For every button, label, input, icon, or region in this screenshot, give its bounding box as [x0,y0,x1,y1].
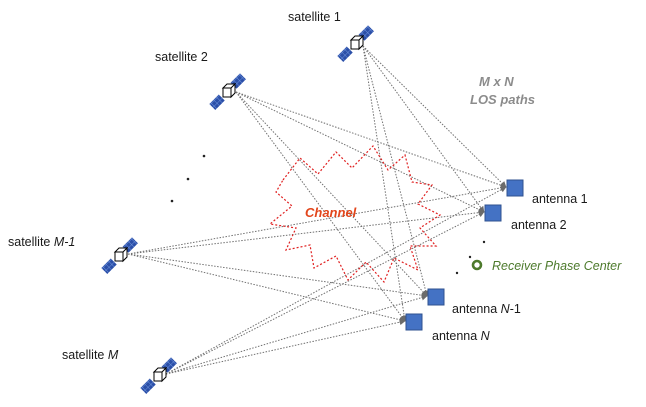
los-ray [362,45,429,297]
los-ray [235,91,406,322]
ellipsis-dot [455,271,459,275]
solar-panel [336,45,354,63]
ellipsis-dot [202,154,206,158]
solar-panel [100,257,118,275]
satellite-m [139,356,178,395]
ellipsis-dot [170,199,174,203]
los-ray [362,45,485,213]
ellipsis-dot [482,240,486,244]
satellite-m-1-label: satellite M-1 [8,235,75,249]
antenna-1 [506,179,524,197]
satellite-2 [208,72,247,111]
antenna-1-label: antenna 1 [532,192,588,206]
los-ray [235,91,507,189]
antenna-n-1-label: antenna N-1 [452,302,521,316]
los-ray [165,211,485,375]
satellite-1 [336,24,375,63]
los-ray [362,45,507,188]
ellipsis-dot [186,177,190,181]
los-ray [235,91,428,297]
paths-label-line1: M x N [479,74,514,89]
los-ray [127,184,507,255]
solar-panel [208,93,226,111]
los-ray [165,319,406,375]
satellite-m-1 [100,236,139,275]
ellipsis-dot [468,255,472,259]
antenna-n-1 [427,288,445,306]
antenna-n [405,313,423,331]
satellite-m-label: satellite M [62,348,119,362]
satellite-2-label: satellite 2 [155,50,208,64]
paths-label-line2: LOS paths [470,92,535,107]
los-ray [362,45,408,322]
antenna-n-label: antenna N [432,329,491,343]
los-ray [235,91,485,213]
los-paths [127,45,507,375]
channel-region [268,145,442,284]
antenna-2 [484,204,502,222]
channel-label: Channel [305,205,357,220]
antenna-2-label: antenna 2 [511,218,567,232]
satellite-1-label: satellite 1 [288,10,341,24]
receiver-phase-center-marker [471,259,483,271]
solar-panel [139,377,157,395]
los-ray [127,253,406,323]
receiver-phase-center-label: Receiver Phase Center [492,259,622,273]
los-ray [165,294,428,375]
los-ray [127,253,428,299]
